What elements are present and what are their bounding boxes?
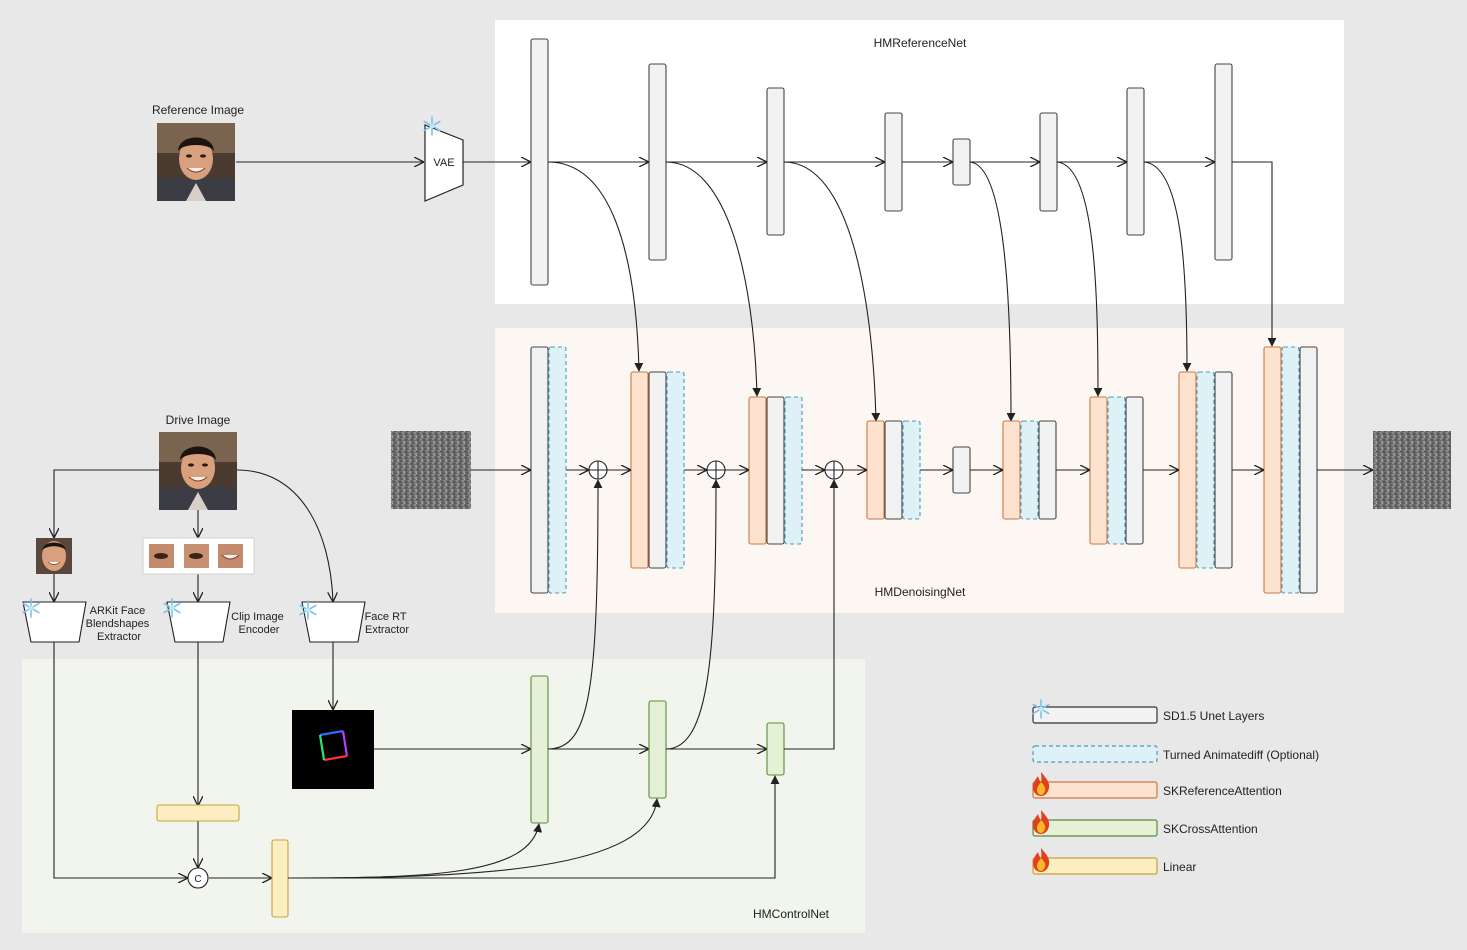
refnet-block-1 bbox=[530, 38, 549, 286]
denoise-unet-4 bbox=[884, 420, 903, 520]
fused-linear-block bbox=[271, 839, 289, 918]
drive-image-label: Drive Image bbox=[166, 413, 231, 427]
denoise-unet-8 bbox=[1299, 346, 1318, 594]
drive-to-facert bbox=[236, 469, 333, 601]
fire-icon bbox=[1033, 848, 1050, 872]
concat-symbol: C bbox=[194, 874, 201, 885]
control-residual-3 bbox=[784, 479, 839, 750]
legend-swatch bbox=[1032, 857, 1158, 875]
legend-label: Turned Animatediff (Optional) bbox=[1163, 748, 1319, 762]
refnet-block-6 bbox=[1126, 87, 1145, 236]
refnet-block-4 bbox=[884, 112, 903, 212]
pose-cube-image bbox=[292, 710, 374, 789]
ref-feature-link-1 bbox=[547, 161, 644, 372]
denoise-animatediff-6 bbox=[1107, 396, 1126, 545]
denoise-refattn-3 bbox=[748, 396, 767, 545]
noise-latent-output bbox=[1373, 431, 1451, 509]
denoise-animatediff-1 bbox=[548, 346, 567, 594]
refnet-block-3 bbox=[766, 87, 785, 236]
denoise-unet-1 bbox=[530, 346, 549, 594]
legend-swatch bbox=[1032, 819, 1158, 837]
denoise-animatediff-3 bbox=[784, 396, 803, 545]
refnet-block-7 bbox=[1214, 63, 1233, 261]
denoise-refattn-4 bbox=[866, 420, 885, 520]
condition-link-2 bbox=[287, 798, 661, 879]
ref-feature-link-6 bbox=[1143, 161, 1192, 372]
condition-link-3 bbox=[288, 775, 780, 879]
pose-cube bbox=[318, 729, 349, 762]
face-crop-photo bbox=[36, 538, 72, 574]
control-residual-1 bbox=[547, 479, 603, 750]
denoise-unet-2 bbox=[648, 371, 667, 569]
denoise-animatediff-8 bbox=[1281, 346, 1300, 594]
denoise-unet-3 bbox=[766, 396, 785, 545]
refnet-block-5 bbox=[1039, 112, 1058, 212]
ref-feature-link-3 bbox=[783, 161, 881, 422]
legend-item: Linear bbox=[1032, 848, 1196, 875]
refnet-block-2 bbox=[648, 63, 667, 261]
reference-net-title: HMReferenceNet bbox=[874, 36, 967, 50]
arkit-to-concat bbox=[53, 642, 187, 878]
legend-label: SKCrossAttention bbox=[1163, 822, 1258, 836]
denoise-refattn-2 bbox=[630, 371, 649, 569]
arkit-label: ARKit Face Blendshapes Extractor bbox=[86, 605, 153, 643]
reference-face-photo bbox=[156, 122, 236, 202]
legend-item: Turned Animatediff (Optional) bbox=[1032, 745, 1319, 763]
legend-swatch bbox=[1032, 745, 1158, 763]
denoise-unet-7 bbox=[1214, 371, 1233, 569]
clip-linear-block bbox=[156, 804, 240, 822]
face-parts-photos bbox=[149, 544, 243, 568]
reference-image-label: Reference Image bbox=[152, 103, 244, 117]
fire-icon bbox=[1033, 810, 1050, 834]
ref-feature-link-5 bbox=[1056, 161, 1103, 397]
noise-latent-input bbox=[391, 431, 471, 509]
denoising-net-title: HMDenoisingNet bbox=[875, 585, 966, 599]
clip-label: Clip Image Encoder bbox=[231, 611, 287, 636]
legend-swatch bbox=[1032, 706, 1158, 724]
control-cross-attn-2 bbox=[648, 700, 667, 799]
control-cross-attn-1 bbox=[530, 675, 549, 824]
ref-feature-link-2 bbox=[665, 161, 762, 397]
control-net-title: HMControlNet bbox=[753, 907, 830, 921]
clip-encoder bbox=[166, 601, 231, 643]
control-residual-2 bbox=[665, 479, 721, 750]
denoise-animatediff-4 bbox=[902, 420, 921, 520]
denoise-refattn-5 bbox=[1002, 420, 1021, 520]
fire-icon bbox=[1033, 772, 1050, 796]
face-rt-label: Face RT Extractor bbox=[365, 611, 410, 636]
refnet-block-mid bbox=[952, 138, 971, 186]
denoise-animatediff-5 bbox=[1020, 420, 1039, 520]
ref-feature-link-4 bbox=[969, 161, 1016, 422]
denoise-animatediff-7 bbox=[1196, 371, 1215, 569]
denoise-animatediff-2 bbox=[666, 371, 685, 569]
add-nodes bbox=[588, 460, 844, 480]
denoise-unet-5 bbox=[1038, 420, 1057, 520]
denoise-refattn-6 bbox=[1089, 396, 1108, 545]
concat-node bbox=[187, 867, 209, 889]
denoise-refattn-7 bbox=[1178, 371, 1197, 569]
drive-face-photo bbox=[158, 431, 238, 511]
legend-label: Linear bbox=[1163, 860, 1196, 874]
denoise-refattn-8 bbox=[1263, 346, 1282, 594]
legend-item: SD1.5 Unet Layers bbox=[1032, 699, 1264, 724]
control-net-panel bbox=[22, 659, 865, 933]
denoise-unet-6 bbox=[1125, 396, 1144, 545]
denoise-unet-mid bbox=[952, 446, 971, 494]
ref-feature-link-7 bbox=[1232, 161, 1277, 347]
legend-label: SKReferenceAttention bbox=[1163, 784, 1282, 798]
legend-item: SKCrossAttention bbox=[1032, 810, 1258, 837]
vae-label: VAE bbox=[433, 157, 454, 169]
legend-swatch bbox=[1032, 781, 1158, 799]
legend-item: SKReferenceAttention bbox=[1032, 772, 1282, 799]
legend-label: SD1.5 Unet Layers bbox=[1163, 709, 1264, 723]
control-cross-attn-3 bbox=[766, 722, 785, 776]
vae-encoder bbox=[424, 124, 464, 202]
drive-to-face-crop bbox=[54, 469, 159, 537]
face-rt-encoder bbox=[301, 601, 366, 643]
